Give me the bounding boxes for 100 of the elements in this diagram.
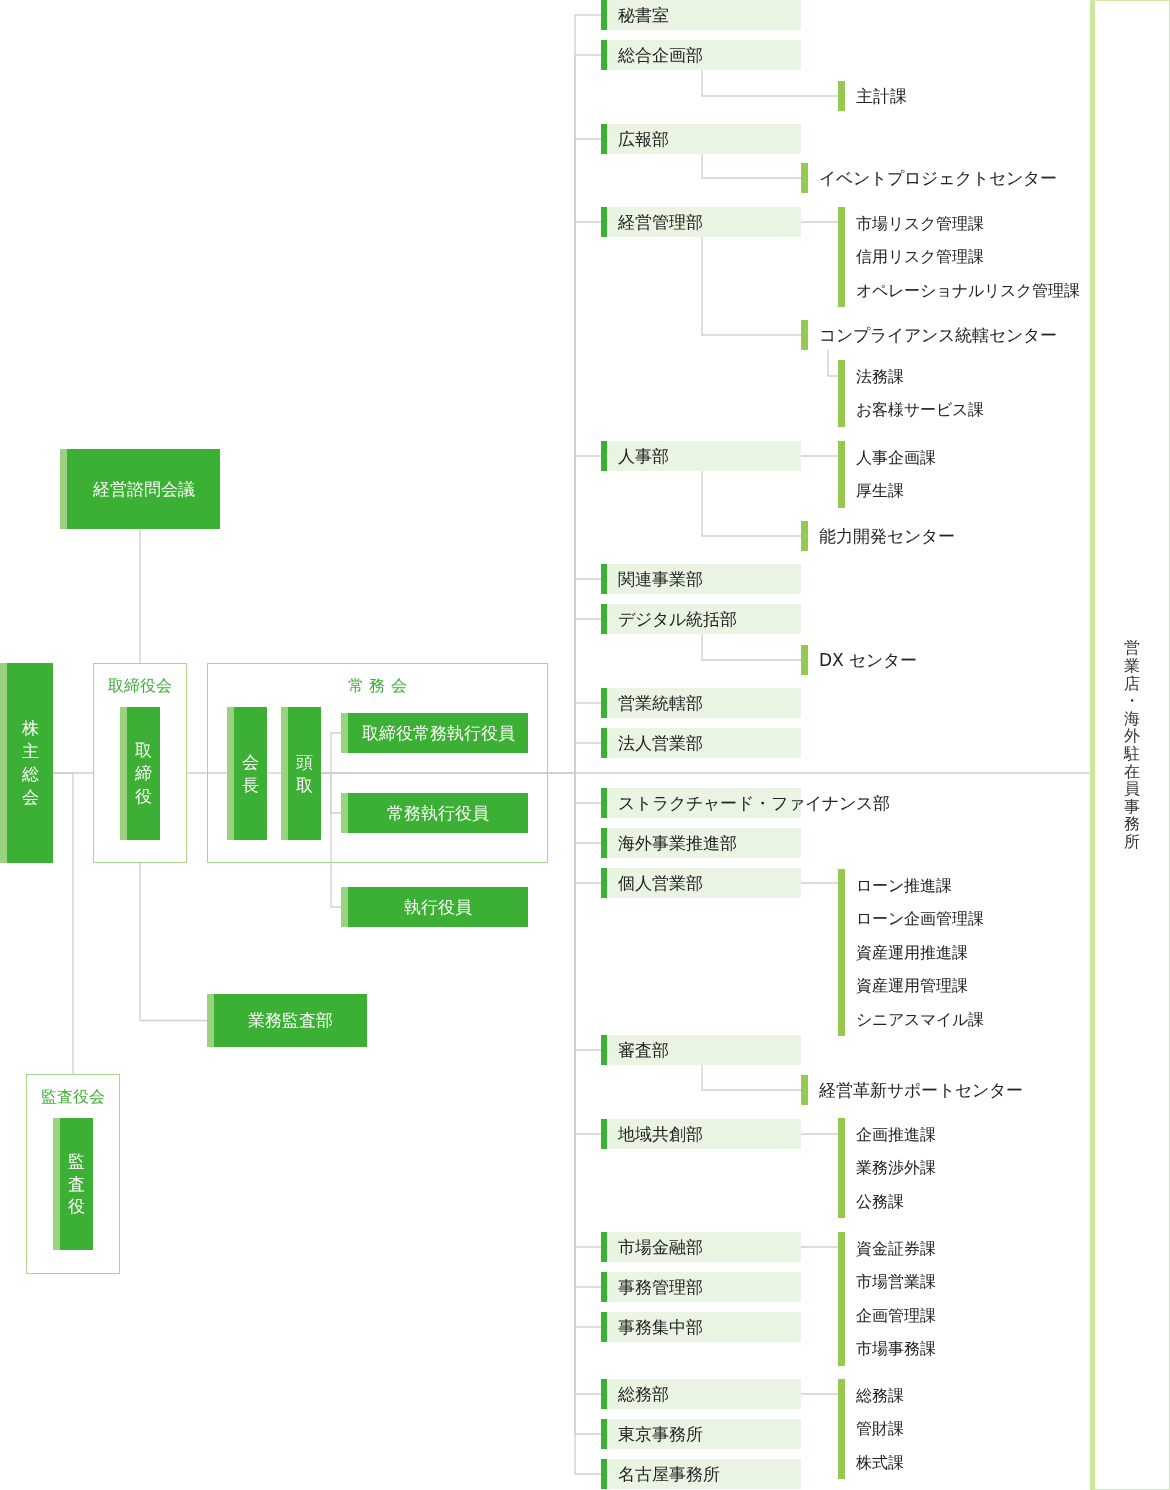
- branch-offices-box: [1090, 0, 1170, 1490]
- node-label: 地域共創部: [618, 1122, 703, 1146]
- group-frame: [26, 1074, 120, 1274]
- connector-line: [800, 882, 839, 884]
- node-label: 事務集中部: [618, 1315, 703, 1339]
- node-label: 総務部: [618, 1382, 669, 1406]
- connector-line: [186, 772, 228, 774]
- department-box: [601, 1419, 801, 1449]
- section-name: 資金証券課: [856, 1238, 937, 1260]
- node-label: 総合企画部: [618, 43, 703, 67]
- node-label: 能力開発センター: [819, 524, 955, 548]
- section-name: ローン推進課: [856, 875, 953, 897]
- connector-line: [701, 1064, 802, 1091]
- department-box: [601, 40, 801, 70]
- department-box: [601, 1272, 801, 1302]
- group-heading: 常 務 会: [348, 676, 407, 697]
- node-label: 海外事業推進部: [618, 831, 737, 855]
- node-label: 経営管理部: [618, 210, 703, 234]
- node-label: 人事部: [618, 444, 669, 468]
- connector-line: [701, 69, 839, 97]
- section-name: 総務課: [856, 1385, 905, 1407]
- node-label: 監査役: [68, 1149, 85, 1219]
- connector-line: [827, 349, 839, 377]
- connector-line: [52, 772, 74, 1075]
- section-name: ローン企画管理課: [856, 908, 985, 931]
- node-label: 会長: [242, 750, 259, 797]
- node-label: 審査部: [618, 1038, 669, 1062]
- node-label: 営業店・海外駐在員事務所: [1124, 639, 1140, 851]
- connector-line: [139, 862, 208, 1022]
- node-label: DX センター: [819, 648, 918, 672]
- connector-line: [701, 153, 802, 179]
- department-box: [601, 1232, 801, 1262]
- node-label: 名古屋事務所: [618, 1462, 720, 1486]
- section-name: 公務課: [856, 1190, 905, 1213]
- org-box: [341, 887, 528, 927]
- node-label: 広報部: [618, 127, 669, 151]
- department-box: [601, 1459, 801, 1489]
- connector-line: [701, 236, 802, 336]
- department-box: [601, 868, 801, 898]
- node-label: 取締役: [135, 739, 152, 808]
- node-label: 市場金融部: [618, 1235, 703, 1259]
- section-name: 資産運用管理課: [856, 975, 969, 998]
- section-name: 厚生課: [856, 480, 905, 503]
- section-name: 管財課: [856, 1418, 905, 1441]
- connector-line: [800, 221, 839, 223]
- node-label: 株主総会: [21, 717, 39, 809]
- section-name: オペレーショナルリスク管理課: [856, 279, 1078, 302]
- node-label: 法人営業部: [618, 731, 703, 755]
- department-box: [601, 604, 801, 634]
- department-box: [601, 728, 801, 758]
- node-label: 経営革新サポートセンター: [819, 1078, 1023, 1102]
- department-box: [601, 441, 801, 471]
- node-label: 取締役常務執行役員: [361, 721, 515, 745]
- node-label: コンプライアンス統轄センター: [819, 323, 1057, 347]
- node-label: 業務監査部: [248, 1009, 333, 1032]
- connector-line: [701, 470, 802, 537]
- node-label: 営業統轄部: [618, 691, 703, 715]
- group-heading: 監査役会: [41, 1087, 105, 1108]
- org-box: [341, 793, 528, 833]
- group-frame: [207, 663, 548, 863]
- section-name: お客様サービス課: [856, 399, 985, 422]
- node-label: 常務執行役員: [387, 801, 489, 825]
- section-name: 市場営業課: [856, 1271, 937, 1294]
- section-name: 信用リスク管理課: [856, 246, 985, 269]
- org-box: [0, 663, 53, 863]
- department-box: [601, 828, 801, 858]
- department-box: [601, 207, 801, 237]
- connector-line: [800, 1133, 839, 1135]
- department-box: [601, 0, 801, 30]
- section-name: 市場事務課: [856, 1338, 937, 1361]
- section-name: 資産運用推進課: [856, 941, 969, 964]
- group-frame: [93, 663, 187, 863]
- section-name: 法務課: [856, 366, 905, 388]
- section-name: シニアスマイル課: [856, 1008, 985, 1031]
- connector-line: [800, 1246, 839, 1248]
- org-box: [227, 707, 267, 840]
- section-name: 企画管理課: [856, 1304, 937, 1327]
- section-name: 業務渉外課: [856, 1157, 937, 1180]
- node-label: 頭取: [296, 750, 313, 797]
- org-box: [207, 994, 367, 1047]
- node-label: 執行役員: [404, 895, 472, 919]
- connector-line: [800, 1393, 839, 1395]
- section-name: 市場リスク管理課: [856, 213, 985, 235]
- node-label: 事務管理部: [618, 1275, 703, 1299]
- node-label: 主計課: [856, 84, 907, 108]
- node-label: デジタル統括部: [618, 607, 737, 631]
- department-box: [601, 1312, 801, 1342]
- node-label: ストラクチャード・ファイナンス部: [618, 791, 890, 815]
- org-box: [53, 1118, 93, 1250]
- org-box: [281, 707, 321, 840]
- org-box: [60, 449, 220, 529]
- department-box: [601, 1035, 801, 1065]
- org-box: [120, 707, 160, 840]
- department-box: [601, 124, 801, 154]
- node-label: イベントプロジェクトセンター: [819, 166, 1057, 190]
- department-box: [601, 688, 801, 718]
- connector-line: [800, 455, 839, 457]
- department-box: [601, 1119, 801, 1149]
- node-label: 秘書室: [618, 3, 669, 27]
- section-name: 人事企画課: [856, 447, 937, 469]
